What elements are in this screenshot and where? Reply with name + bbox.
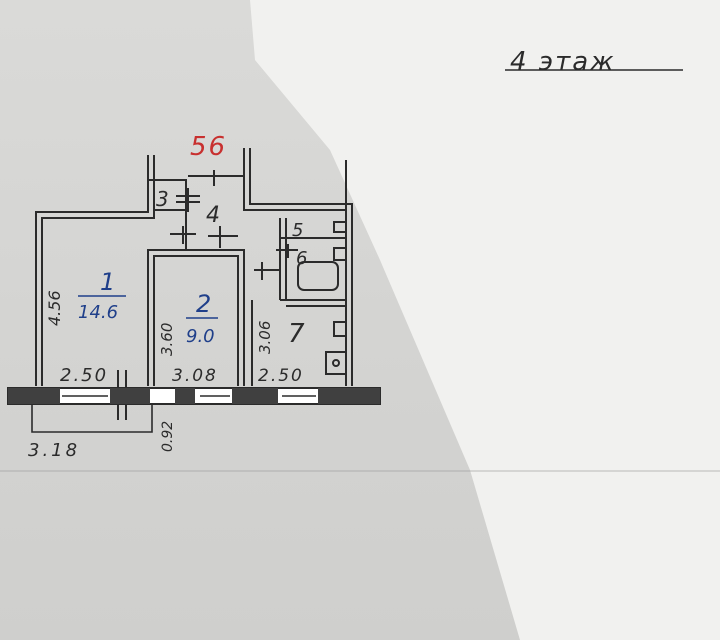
room-2-area: 9.0 (186, 326, 215, 347)
walls (35, 148, 353, 420)
room-4-number: 4 (206, 203, 220, 228)
room-2-number: 2 (196, 290, 211, 318)
room-6-number: 6 (296, 248, 307, 269)
room-1-area: 14.6 (78, 302, 118, 323)
room-7-height-dimension: 3.06 (256, 321, 274, 354)
floor-label: 4 этаж (510, 47, 616, 77)
paper-fold (0, 470, 720, 472)
apartment-number: 56 (190, 132, 227, 162)
room-3-number: 3 (156, 187, 169, 211)
room-5-number: 5 (292, 220, 303, 241)
window-strip (7, 387, 381, 405)
room-2-width-dimension: 3.08 (172, 366, 218, 386)
room-7-number: 7 (288, 319, 305, 349)
room-7-width-dimension: 2.50 (258, 366, 304, 386)
room-1-height-dimension: 4.56 (45, 290, 64, 326)
balcony-depth-dimension: 0.92 (160, 421, 176, 452)
room-1-number: 1 (100, 268, 115, 296)
room-1-width-dimension: 2.50 (60, 365, 108, 386)
room-2-height-dimension: 3.60 (158, 323, 176, 356)
balcony-outline (31, 404, 153, 433)
balcony-width-dimension: 3.18 (28, 440, 80, 461)
